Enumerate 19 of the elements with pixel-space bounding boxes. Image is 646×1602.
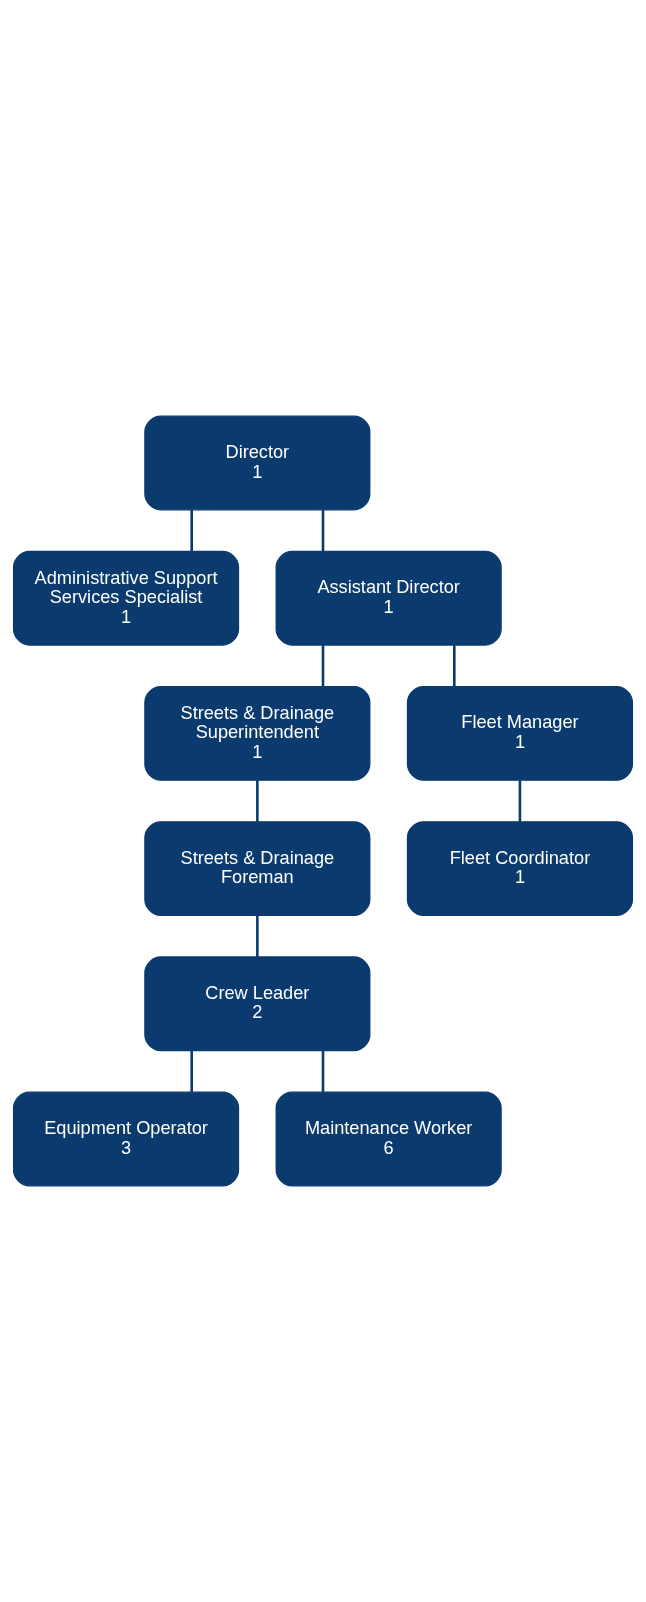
connector (256, 780, 259, 822)
node-box: Fleet Manager 1 (406, 685, 634, 781)
connector (518, 780, 522, 822)
node-box: Streets & Drainage Foreman (144, 821, 371, 917)
node-box: Assistant Director 1 (275, 550, 502, 646)
connector (190, 509, 193, 552)
connector (321, 645, 325, 687)
node-box: Director 1 (144, 415, 371, 511)
node-box: Maintenance Worker 6 (275, 1091, 502, 1187)
connector (453, 645, 456, 687)
node-box: Equipment Operator 3 (12, 1091, 240, 1187)
node-box: Crew Leader 2 (144, 956, 371, 1052)
node-box: Streets & Drainage Superintendent 1 (144, 685, 371, 781)
node-box: Administrative Support Services Specialist 1 (12, 550, 240, 646)
connector (256, 915, 259, 957)
connector (321, 509, 325, 552)
node-box: Fleet Coordinator 1 (406, 821, 634, 917)
connector (321, 1050, 325, 1093)
connector (190, 1050, 193, 1093)
